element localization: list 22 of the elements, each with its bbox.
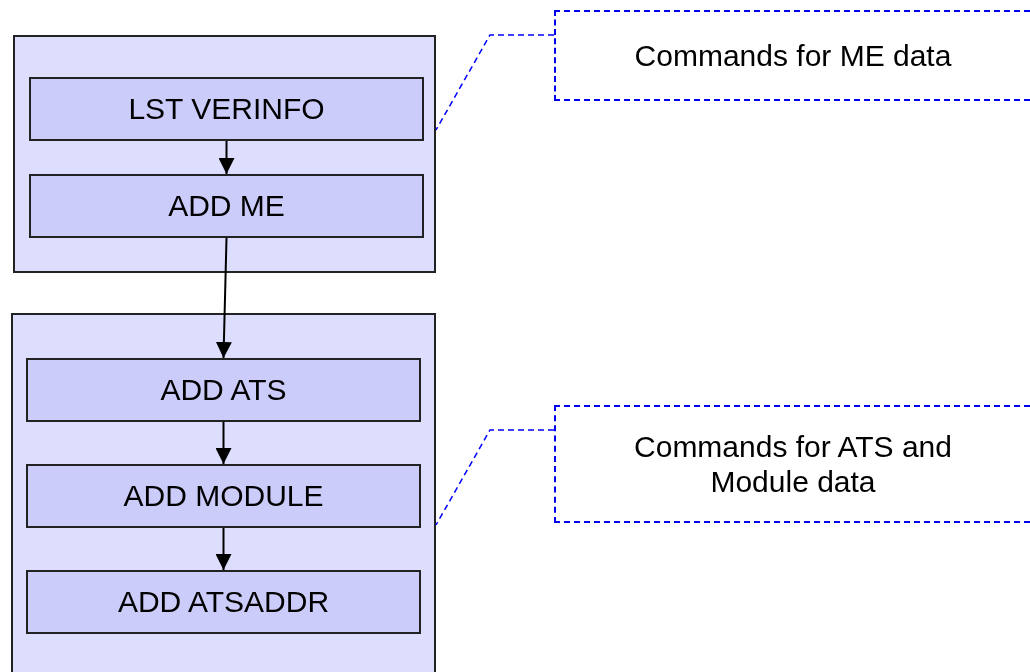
command-box bbox=[29, 174, 424, 238]
callout-box bbox=[554, 10, 1030, 101]
command-box bbox=[26, 358, 421, 422]
command-label: ADD ATSADDR bbox=[117, 584, 330, 620]
command-label: ADD MODULE bbox=[123, 478, 324, 514]
arrow bbox=[215, 421, 232, 465]
command-label: LST VERINFO bbox=[128, 91, 325, 127]
leader-line bbox=[435, 429, 555, 526]
arrow bbox=[215, 237, 232, 359]
command-label: ADD ATS bbox=[160, 372, 287, 408]
callout-text: Commands for ME data bbox=[634, 37, 952, 74]
arrow bbox=[218, 140, 235, 175]
command-box bbox=[26, 570, 421, 634]
command-label: ADD ME bbox=[168, 188, 285, 224]
callout-text: Commands for ATS and Module data bbox=[633, 428, 953, 500]
callout-box bbox=[554, 405, 1030, 523]
group-box bbox=[13, 35, 436, 273]
leader-line bbox=[435, 34, 555, 131]
command-box bbox=[29, 77, 424, 141]
group-box bbox=[11, 313, 436, 672]
arrow bbox=[215, 527, 232, 571]
command-box bbox=[26, 464, 421, 528]
